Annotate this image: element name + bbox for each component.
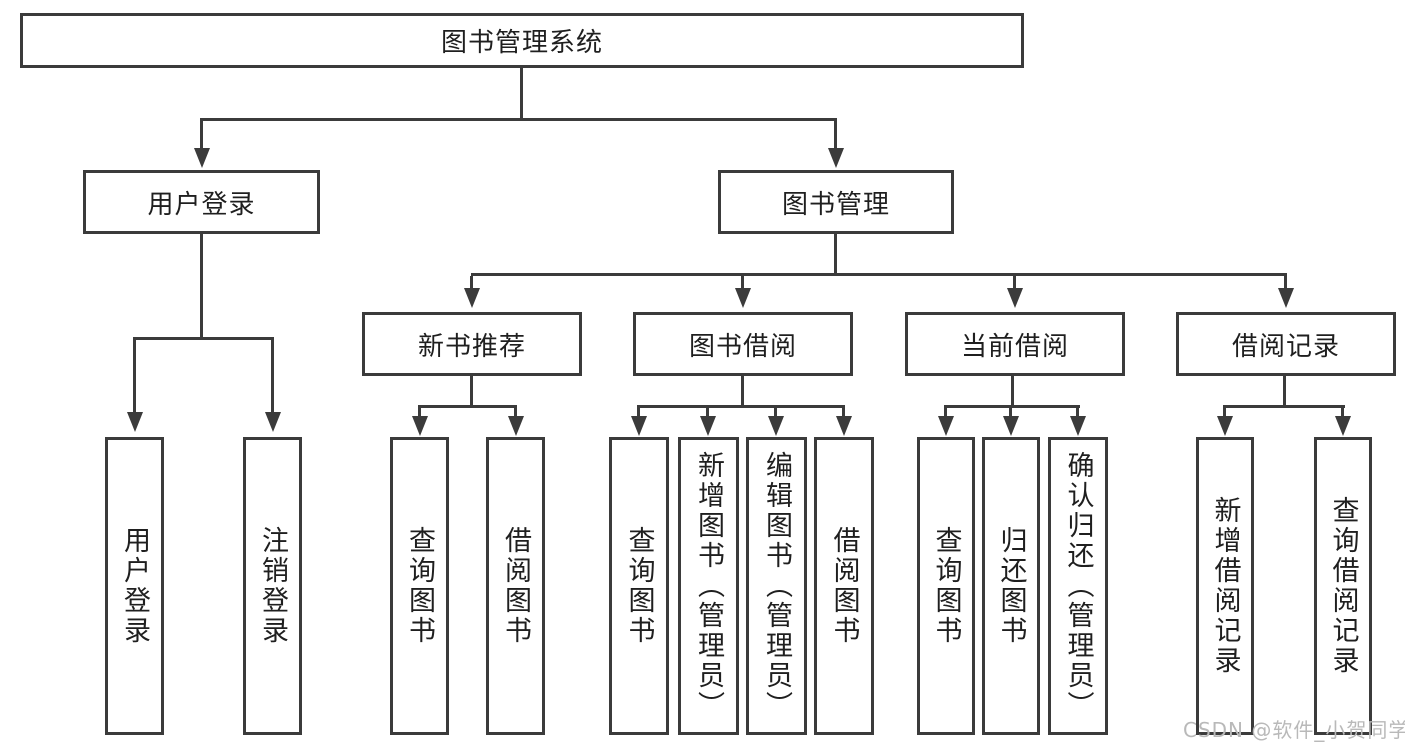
- connector-line: [271, 337, 274, 412]
- node-label: 当前借阅: [960, 331, 1069, 362]
- connector-line: [842, 405, 845, 416]
- connector-line: [200, 118, 203, 150]
- node-label: 图书管理系统: [440, 28, 603, 58]
- connector-line: [133, 337, 274, 340]
- node-book-management: 图书管理: [718, 170, 954, 234]
- connector-line: [470, 376, 473, 408]
- connector-line: [637, 405, 640, 416]
- connector-line: [1284, 276, 1287, 289]
- arrow-down-icon: [464, 288, 480, 308]
- arrow-down-icon: [768, 416, 784, 436]
- node-label: 新增图书（管理员）: [693, 451, 724, 721]
- node-leaf-return-books: 归还图书: [982, 437, 1040, 735]
- arrow-down-icon: [1007, 288, 1023, 308]
- node-label: 图书借阅: [688, 331, 797, 362]
- connector-line: [514, 405, 517, 416]
- connector-line: [1013, 276, 1016, 289]
- arrow-down-icon: [1278, 288, 1294, 308]
- node-leaf-add-borrow-record: 新增借阅记录: [1196, 437, 1254, 735]
- arrow-down-icon: [412, 416, 428, 436]
- node-label: 用户登录: [147, 189, 256, 220]
- node-label: 注销登录: [257, 526, 288, 646]
- node-leaf-query-books-recommend: 查询图书: [390, 437, 449, 735]
- node-label: 归还图书: [995, 526, 1027, 646]
- connector-line: [418, 405, 421, 416]
- connector-line: [637, 405, 845, 408]
- arrow-down-icon: [836, 416, 852, 436]
- connector-line: [1076, 405, 1079, 416]
- arrow-down-icon: [1003, 416, 1019, 436]
- node-root: 图书管理系统: [20, 13, 1024, 68]
- node-leaf-edit-books-admin: 编辑图书（管理员）: [746, 437, 807, 735]
- connector-line: [418, 405, 517, 408]
- node-leaf-query-books-current: 查询图书: [917, 437, 975, 735]
- arrow-down-icon: [1335, 416, 1351, 436]
- arrow-down-icon: [700, 416, 716, 436]
- node-user-login: 用户登录: [83, 170, 320, 234]
- node-leaf-confirm-return-admin: 确认归还（管理员）: [1048, 437, 1108, 735]
- node-label: 新增借阅记录: [1209, 496, 1241, 676]
- node-label: 查询图书: [623, 526, 655, 646]
- connector-line: [1009, 405, 1012, 416]
- arrow-down-icon: [508, 416, 524, 436]
- arrow-down-icon: [265, 412, 281, 432]
- node-label: 确认归还（管理员）: [1062, 451, 1094, 721]
- node-label: 图书管理: [781, 189, 890, 220]
- connector-line: [520, 68, 523, 119]
- node-leaf-borrow-books: 借阅图书: [814, 437, 874, 735]
- connector-line: [1223, 405, 1345, 408]
- arrow-down-icon: [828, 148, 844, 168]
- node-label: 查询图书: [930, 526, 962, 646]
- node-label: 用户登录: [119, 526, 150, 646]
- node-leaf-add-books-admin: 新增图书（管理员）: [678, 437, 739, 735]
- arrow-down-icon: [735, 288, 751, 308]
- connector-line: [741, 376, 744, 408]
- node-leaf-borrow-books-recommend: 借阅图书: [486, 437, 545, 735]
- node-leaf-query-books: 查询图书: [609, 437, 669, 735]
- node-label: 查询借阅记录: [1327, 496, 1359, 676]
- arrow-down-icon: [127, 412, 143, 432]
- connector-line: [133, 337, 136, 412]
- node-leaf-query-borrow-record: 查询借阅记录: [1314, 437, 1372, 735]
- node-label: 查询图书: [404, 526, 435, 646]
- connector-line: [471, 273, 1287, 276]
- connector-line: [1283, 376, 1286, 408]
- connector-line: [774, 405, 777, 416]
- node-label: 借阅图书: [828, 526, 860, 646]
- node-borrow-records: 借阅记录: [1176, 312, 1396, 376]
- connector-line: [834, 232, 837, 276]
- node-leaf-logout: 注销登录: [243, 437, 302, 735]
- connector-line: [944, 405, 947, 416]
- connector-line: [944, 405, 1080, 408]
- connector-line: [1011, 376, 1014, 408]
- node-label: 编辑图书（管理员）: [761, 451, 792, 721]
- connector-line: [1223, 405, 1226, 416]
- arrow-down-icon: [631, 416, 647, 436]
- node-current-borrow: 当前借阅: [905, 312, 1125, 376]
- arrow-down-icon: [194, 148, 210, 168]
- node-book-borrow: 图书借阅: [633, 312, 853, 376]
- node-label: 新书推荐: [417, 331, 526, 362]
- watermark: CSDN @软件_小贺同学: [1183, 718, 1405, 742]
- arrow-down-icon: [1070, 416, 1086, 436]
- connector-line: [200, 234, 203, 340]
- node-leaf-user-login: 用户登录: [105, 437, 164, 735]
- connector-line: [834, 118, 837, 150]
- connector-line: [1341, 405, 1344, 416]
- connector-line: [741, 276, 744, 289]
- connector-line: [470, 276, 473, 289]
- connector-line: [200, 118, 836, 121]
- arrow-down-icon: [1217, 416, 1233, 436]
- arrow-down-icon: [938, 416, 954, 436]
- connector-line: [706, 405, 709, 416]
- node-new-book-recommend: 新书推荐: [362, 312, 582, 376]
- node-label: 借阅记录: [1231, 331, 1340, 362]
- node-label: 借阅图书: [500, 526, 531, 646]
